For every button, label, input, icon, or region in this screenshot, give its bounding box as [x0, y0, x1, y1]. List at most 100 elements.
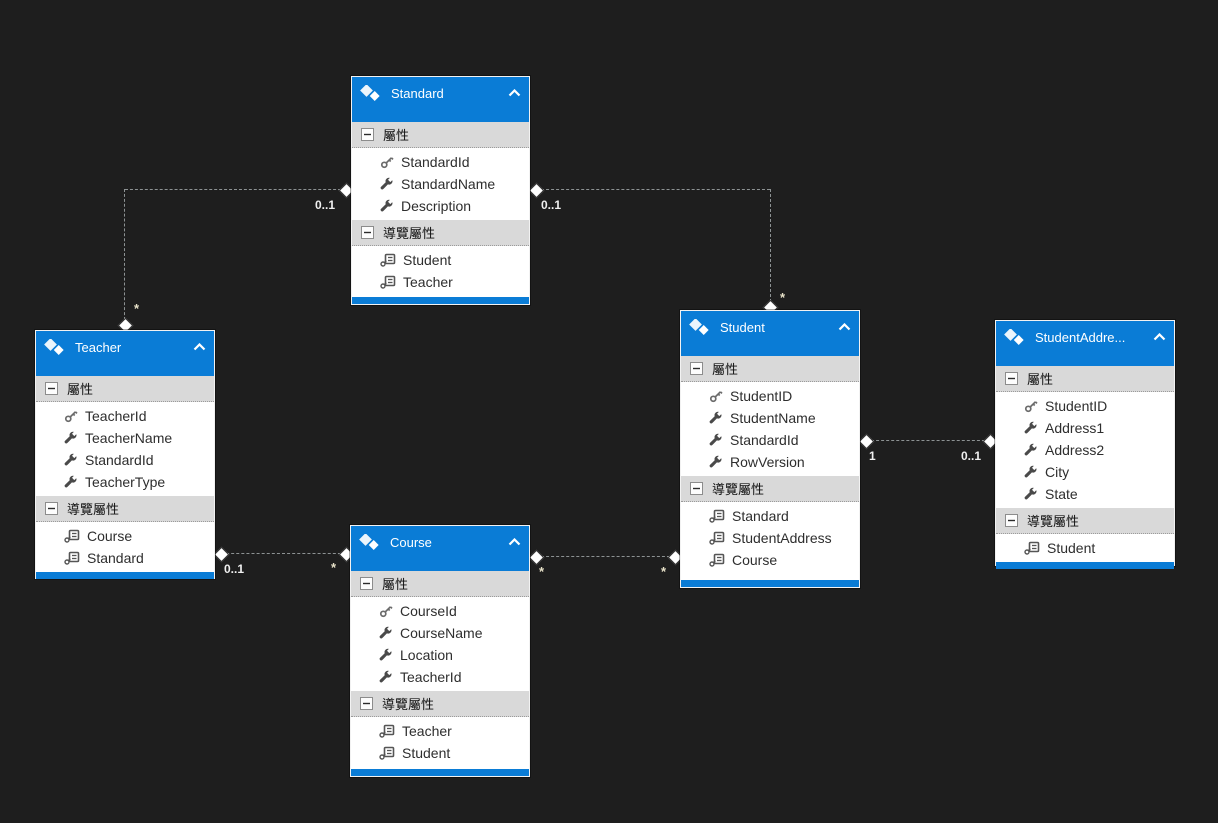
property-row[interactable]: State	[996, 483, 1174, 505]
entity-teacher[interactable]: Teacher 屬性 TeacherId TeacherName Stand	[35, 330, 215, 579]
navigation-row[interactable]: Student	[996, 537, 1174, 559]
properties-section-header[interactable]: 屬性	[36, 376, 214, 402]
association-endpoint-diamond[interactable]	[528, 549, 545, 566]
property-row[interactable]: StandardName	[352, 173, 529, 195]
chevron-up-icon[interactable]	[508, 89, 521, 97]
minus-box-icon[interactable]	[1005, 372, 1018, 385]
navigation-row[interactable]: Student	[352, 249, 529, 271]
navigation-section-header[interactable]: 導覽屬性	[996, 508, 1174, 534]
property-row[interactable]: StudentID	[996, 395, 1174, 417]
property-row[interactable]: City	[996, 461, 1174, 483]
property-row[interactable]: TeacherId	[351, 666, 529, 688]
properties-list: CourseId CourseName Location TeacherId	[351, 597, 529, 691]
wrench-icon	[379, 648, 393, 662]
navigation-row[interactable]: Teacher	[351, 720, 529, 742]
properties-section-header[interactable]: 屬性	[996, 366, 1174, 392]
navigation-section-header[interactable]: 導覽屬性	[681, 476, 859, 502]
association-endpoint-diamond[interactable]	[213, 546, 230, 563]
navigation-row[interactable]: Teacher	[352, 271, 529, 293]
wrench-icon	[1024, 421, 1038, 435]
navigation-section-header[interactable]: 導覽屬性	[352, 220, 529, 246]
minus-box-icon[interactable]	[360, 577, 373, 590]
multiplicity-label: *	[780, 290, 786, 305]
minus-box-icon[interactable]	[361, 226, 374, 239]
property-row[interactable]: CourseId	[351, 600, 529, 622]
minus-box-icon[interactable]	[690, 362, 703, 375]
entity-course[interactable]: Course 屬性 CourseId CourseName Location	[350, 525, 530, 777]
entity-header[interactable]: Course	[351, 526, 529, 571]
property-row[interactable]: TeacherType	[36, 471, 214, 493]
association-teacher-course[interactable]	[221, 553, 346, 554]
property-row[interactable]: StandardId	[36, 449, 214, 471]
property-row[interactable]: TeacherId	[36, 405, 214, 427]
entity-header[interactable]: Standard	[352, 77, 529, 122]
minus-box-icon[interactable]	[45, 382, 58, 395]
property-name: Address1	[1045, 420, 1105, 436]
entity-footer	[352, 297, 529, 304]
property-name: RowVersion	[730, 454, 805, 470]
entity-header[interactable]: Student	[681, 311, 859, 356]
navigation-row[interactable]: StudentAddress	[681, 527, 859, 549]
property-row[interactable]: Location	[351, 644, 529, 666]
navigation-row[interactable]: Student	[351, 742, 529, 764]
property-row[interactable]: StandardId	[352, 151, 529, 173]
chevron-up-icon[interactable]	[838, 323, 851, 331]
wrench-icon	[64, 431, 78, 445]
minus-box-icon[interactable]	[690, 482, 703, 495]
entity-icon	[360, 85, 382, 103]
section-label: 屬性	[383, 128, 410, 143]
properties-section-header[interactable]: 屬性	[681, 356, 859, 382]
key-icon	[709, 389, 723, 403]
property-row[interactable]: Address2	[996, 439, 1174, 461]
association-endpoint-diamond[interactable]	[528, 182, 545, 199]
property-row[interactable]: Description	[352, 195, 529, 217]
properties-section-header[interactable]: 屬性	[351, 571, 529, 597]
nav-reference-icon	[1024, 541, 1040, 555]
property-row[interactable]: CourseName	[351, 622, 529, 644]
minus-box-icon[interactable]	[45, 502, 58, 515]
association-standard-teacher-horizontal[interactable]	[125, 189, 346, 190]
key-icon	[64, 409, 78, 423]
chevron-up-icon[interactable]	[1153, 333, 1166, 341]
property-row[interactable]: StudentID	[681, 385, 859, 407]
entity-standard[interactable]: Standard 屬性 StandardId StandardName De	[351, 76, 530, 305]
navigation-row[interactable]: Standard	[681, 505, 859, 527]
wrench-icon	[1024, 443, 1038, 457]
navigation-row[interactable]: Course	[681, 549, 859, 571]
multiplicity-label: 1	[869, 449, 876, 463]
property-row[interactable]: Address1	[996, 417, 1174, 439]
navigation-section-header[interactable]: 導覽屬性	[351, 691, 529, 717]
navigation-section-header[interactable]: 導覽屬性	[36, 496, 214, 522]
properties-list: StudentID Address1 Address2 City State	[996, 392, 1174, 508]
entity-studentaddress[interactable]: StudentAddre... 屬性 StudentID Address1	[995, 320, 1175, 569]
navigation-list: Student Teacher	[352, 246, 529, 296]
property-row[interactable]: TeacherName	[36, 427, 214, 449]
association-course-student[interactable]	[536, 556, 675, 557]
chevron-up-icon[interactable]	[508, 538, 521, 546]
multiplicity-label: *	[331, 560, 337, 575]
chevron-up-icon[interactable]	[193, 343, 206, 351]
property-row[interactable]: StudentName	[681, 407, 859, 429]
entity-student[interactable]: Student 屬性 StudentID StudentName Stand	[680, 310, 860, 588]
minus-box-icon[interactable]	[1005, 514, 1018, 527]
entity-header[interactable]: Teacher	[36, 331, 214, 376]
nav-reference-icon	[380, 253, 396, 267]
properties-list: TeacherId TeacherName StandardId Teacher…	[36, 402, 214, 496]
property-name: StandardName	[401, 176, 496, 192]
association-standard-student-vertical[interactable]	[770, 189, 771, 302]
association-standard-student-horizontal[interactable]	[536, 189, 770, 190]
property-name: TeacherId	[85, 408, 147, 424]
navigation-row[interactable]: Standard	[36, 547, 214, 569]
property-name: TeacherId	[400, 669, 462, 685]
association-endpoint-diamond[interactable]	[858, 433, 875, 450]
navigation-row[interactable]: Course	[36, 525, 214, 547]
minus-box-icon[interactable]	[360, 697, 373, 710]
entity-header[interactable]: StudentAddre...	[996, 321, 1174, 366]
association-standard-teacher-vertical[interactable]	[124, 189, 125, 320]
properties-section-header[interactable]: 屬性	[352, 122, 529, 148]
association-student-studentaddress[interactable]	[866, 440, 990, 441]
property-row[interactable]: RowVersion	[681, 451, 859, 473]
minus-box-icon[interactable]	[361, 128, 374, 141]
section-label: 導覽屬性	[382, 697, 435, 712]
property-row[interactable]: StandardId	[681, 429, 859, 451]
